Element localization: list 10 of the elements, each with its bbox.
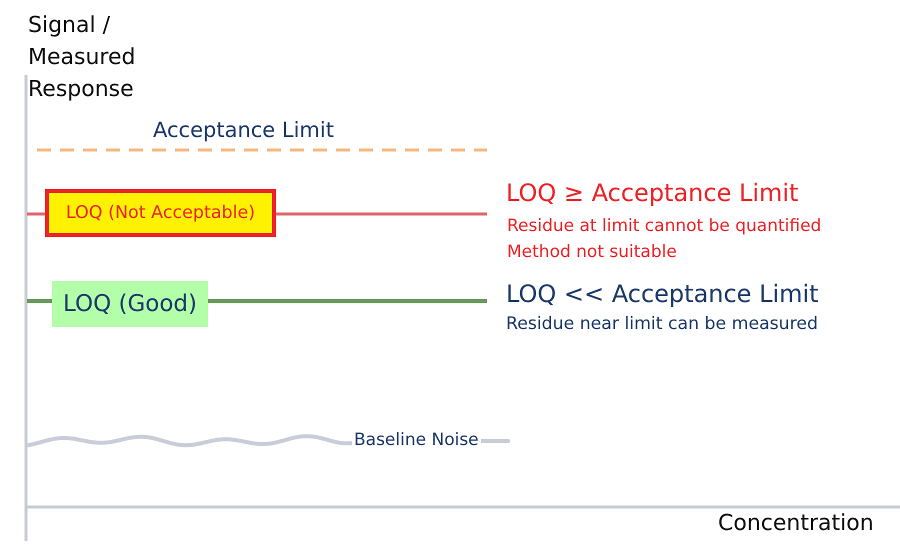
loq-callout: LOQ (Not Acceptable) — [45, 189, 276, 237]
condition-note: Residue at limit cannot be quantified — [507, 216, 822, 236]
axis-title: Signal / Measured Response — [28, 12, 136, 104]
loq-callout: LOQ (Good) — [52, 281, 208, 327]
limit-label: Acceptance Limit — [153, 118, 334, 144]
condition-heading: LOQ << Acceptance Limit — [506, 280, 819, 309]
condition-heading: LOQ ≥ Acceptance Limit — [506, 179, 798, 208]
condition-note: Residue near limit can be measured — [506, 314, 818, 335]
condition-note: Method not suitable — [507, 242, 677, 262]
axis-title: Concentration — [718, 511, 874, 538]
